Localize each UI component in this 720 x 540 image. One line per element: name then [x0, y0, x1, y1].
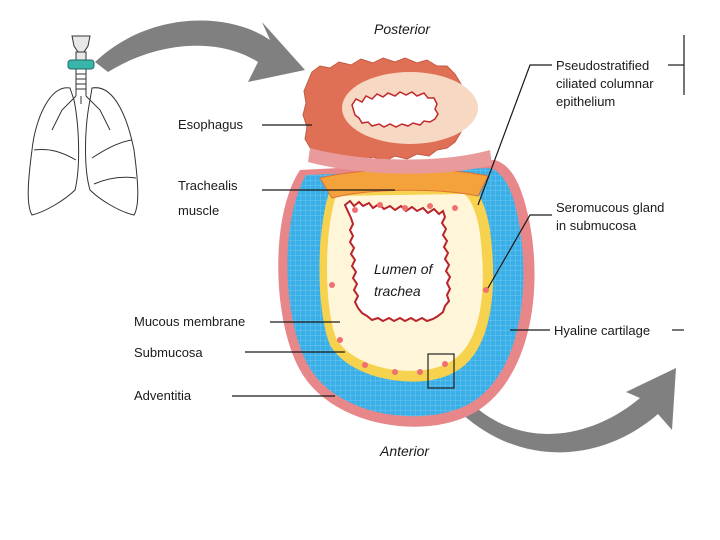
trachea-wall [278, 160, 535, 427]
seromucous-glands [329, 202, 489, 375]
label-anterior: Anterior [379, 443, 430, 459]
label-pseudostratified-1: Pseudostratified [556, 58, 649, 73]
label-trachealis-muscle-2: muscle [178, 203, 219, 218]
esophagus [302, 57, 492, 174]
bottom-curved-arrow [462, 368, 676, 453]
esophagus-lumen [351, 91, 439, 128]
label-adventitia: Adventitia [134, 388, 192, 403]
detail-box-marker [427, 353, 455, 389]
labels: Posterior Anterior Esophagus Trachealis … [134, 21, 664, 459]
lung-fissure-lines-icon [33, 139, 137, 185]
larynx-icon [71, 35, 91, 61]
esophagus-connective-band [308, 148, 492, 174]
label-posterior: Posterior [374, 21, 431, 37]
left-lung-icon [27, 87, 80, 216]
label-mucous-membrane: Mucous membrane [134, 314, 245, 329]
label-trachealis-muscle-1: Trachealis [178, 178, 238, 193]
label-lumen-1: Lumen of [374, 261, 434, 277]
label-pseudostratified-2: ciliated columnar [556, 76, 654, 91]
label-esophagus: Esophagus [178, 117, 244, 132]
leader-lines [232, 35, 685, 397]
lungs-thumbnail [27, 35, 139, 216]
label-submucosa: Submucosa [134, 345, 203, 360]
top-curved-arrow [95, 20, 305, 82]
right-lung-icon [85, 87, 139, 216]
bronchi-icon [51, 95, 111, 131]
trachea-thumb-icon [75, 69, 87, 96]
label-lumen-2: trachea [374, 283, 421, 299]
label-seromucous-gland-1: Seromucous gland [556, 200, 664, 215]
label-pseudostratified-3: epithelium [556, 94, 615, 109]
trachea-section-marker-icon [67, 59, 95, 70]
label-hyaline-cartilage: Hyaline cartilage [554, 323, 650, 338]
orientation-arrows [95, 20, 676, 453]
label-seromucous-gland-2: in submucosa [556, 218, 637, 233]
